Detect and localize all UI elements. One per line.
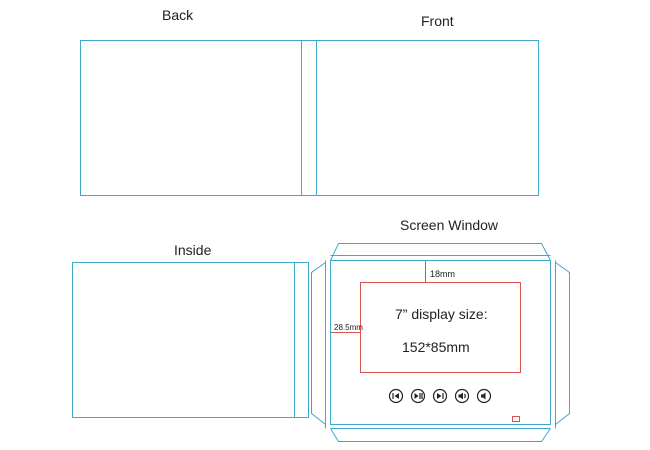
bottom-flap (330, 428, 551, 442)
next-icon (432, 388, 448, 404)
front-label: Front (421, 13, 454, 29)
right-flap (555, 262, 570, 425)
play-pause-icon (410, 388, 426, 404)
inside-spine (294, 262, 309, 418)
screen-main-panel (330, 260, 551, 425)
top-flap (330, 243, 551, 261)
back-front-cover (80, 40, 539, 196)
top-margin-label: 18mm (430, 269, 455, 279)
back-panel (80, 40, 302, 196)
display-area: 18mm 28.5mm 7” display size: 152*85mm (331, 261, 521, 373)
screen-window-dieline (311, 243, 570, 442)
back-label: Back (162, 7, 194, 23)
spine-panel (301, 40, 317, 196)
display-size: 152*85mm (402, 339, 470, 355)
display-title: 7” display size: (395, 306, 488, 322)
screen-window-label: Screen Window (400, 217, 499, 233)
inside-panels (72, 262, 309, 418)
control-buttons (388, 388, 492, 404)
volume-up-icon (454, 388, 470, 404)
front-panel (316, 40, 539, 196)
usb-port-marker (512, 416, 520, 422)
inside-label: Inside (174, 242, 212, 258)
left-flap (311, 262, 326, 425)
inside-left-panel (72, 262, 295, 418)
display-outline (360, 282, 521, 373)
left-margin-label: 28.5mm (334, 323, 363, 332)
volume-down-icon (476, 388, 492, 404)
previous-icon (388, 388, 404, 404)
